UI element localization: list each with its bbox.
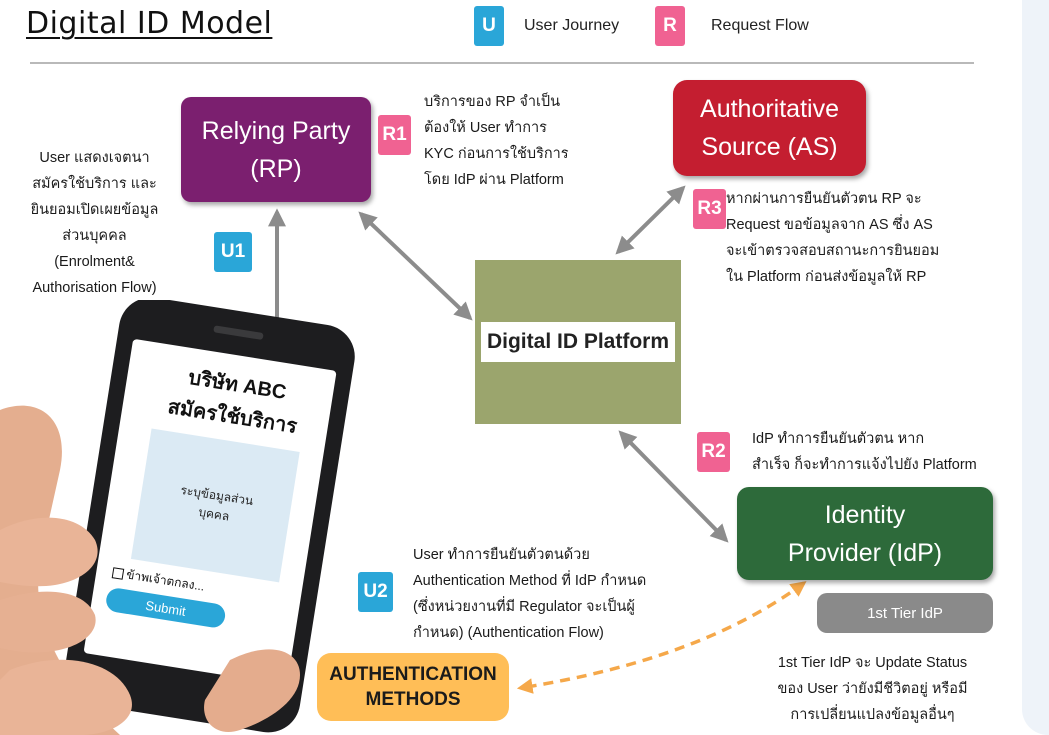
authentication-methods-node: AUTHENTICATION METHODS <box>317 653 509 721</box>
badge-u1: U1 <box>214 232 252 272</box>
arrow-platform-idp <box>618 430 729 543</box>
legend-request-flow: Request Flow <box>711 17 809 34</box>
legend-user-journey: User Journey <box>524 17 620 34</box>
relying-party-node: Relying Party (RP) <box>181 97 371 202</box>
arrow-rp-platform <box>358 211 473 321</box>
first-tier-idp-node: 1st Tier IdP <box>817 593 993 633</box>
phone-consent-label: ข้าพเจ้าตกลง... <box>125 567 206 594</box>
right-side-panel <box>1022 0 1049 735</box>
note-first-tier: 1st Tier IdP จะ Update Status ของ User ว… <box>777 655 968 723</box>
arrow-platform-as <box>615 185 686 255</box>
note-r2: IdP ทำการยืนยันตัวตน หาก สำเร็จ ก็จะทำกา… <box>752 431 977 473</box>
title-divider <box>30 62 974 64</box>
note-r1: บริการของ RP จำเป็น ต้องให้ User ทำการ K… <box>424 94 569 188</box>
badge-r1: R1 <box>378 115 411 155</box>
digital-id-platform-label: Digital ID Platform <box>481 322 675 362</box>
legend-u-badge: U <box>474 6 504 46</box>
badge-r3: R3 <box>693 189 726 229</box>
identity-provider-node: Identity Provider (IdP) <box>737 487 993 580</box>
authoritative-source-node: Authoritative Source (AS) <box>673 80 866 176</box>
badge-u2: U2 <box>358 572 393 612</box>
legend-r-badge: R <box>655 6 685 46</box>
note-u2: User ทำการยืนยันตัวตนด้วย Authentication… <box>413 547 647 641</box>
phone-personal-info-field[interactable]: ระบุข้อมูลส่วน บุคคล <box>130 428 300 583</box>
note-r3: หากผ่านการยืนยันตัวตน RP จะ Request ขอข้… <box>726 191 940 285</box>
note-user-enrolment: User แสดงเจตนา สมัครใช้บริการ และ ยินยอม… <box>30 150 159 296</box>
phone-submit-button[interactable]: Submit <box>104 586 227 630</box>
arrow-idp-auth-methods <box>516 581 807 694</box>
badge-r2: R2 <box>697 432 730 472</box>
page-title: Digital ID Model <box>26 6 273 41</box>
checkbox-icon[interactable] <box>111 567 125 581</box>
